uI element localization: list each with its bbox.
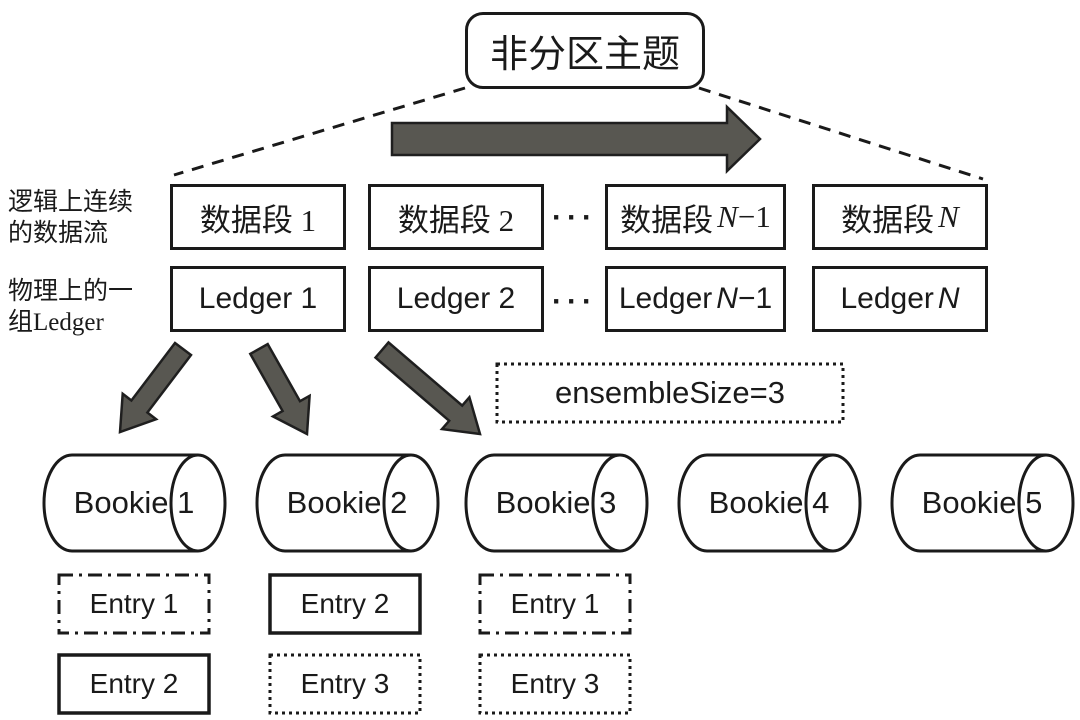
segment-ellipsis: ··· — [552, 201, 597, 234]
ensemble-size-label: ensembleSize=3 — [554, 375, 786, 410]
cylinder-shape — [890, 453, 1075, 553]
entry-label: Entry 2 — [89, 668, 179, 699]
entry-label: Entry 3 — [300, 668, 390, 699]
physical-ledger-label: 物理上的一 组Ledger — [8, 278, 134, 336]
cylinder-shape — [42, 453, 227, 553]
bookie-label: Bookie 1 — [73, 485, 195, 520]
timeline-right-arrow — [390, 104, 762, 174]
dashed-connector-left — [173, 86, 466, 177]
dotted-border — [478, 653, 632, 715]
dashdot-border — [57, 573, 211, 635]
cylinder-shape — [255, 453, 440, 553]
logical-stream-label: 逻辑上连续 的数据流 — [8, 189, 134, 247]
bookie-label: Bookie 5 — [921, 485, 1043, 520]
bookie-label: Bookie 4 — [708, 485, 830, 520]
cylinder-shape — [677, 453, 862, 553]
ledger-ellipsis: ··· — [552, 285, 597, 318]
replication-arrow-3 — [373, 340, 482, 436]
segment-box-1: 数据段 1 — [170, 184, 346, 250]
entry-box-b3-entry1: Entry 1 — [478, 573, 632, 635]
bookie-label: Bookie 3 — [495, 485, 617, 520]
bookie-cylinder-1: Bookie 1 — [40, 453, 228, 553]
bookie-cylinder-2: Bookie 2 — [253, 453, 441, 553]
ledger-box-1: Ledger 1 — [170, 266, 346, 332]
entry-box-b1-entry2: Entry 2 — [57, 653, 211, 715]
bookie-label: Bookie 2 — [286, 485, 408, 520]
entry-box-b1-entry1: Entry 1 — [57, 573, 211, 635]
replication-arrow-2 — [248, 342, 312, 436]
bookie-cylinder-5: Bookie 5 — [888, 453, 1076, 553]
dotted-border — [495, 362, 845, 424]
ensemble-size-box: ensembleSize=3 — [495, 362, 845, 424]
bookie-cylinder-4: Bookie 4 — [675, 453, 863, 553]
topic-box: 非分区主题 — [465, 12, 705, 89]
entry-label: Entry 1 — [89, 588, 179, 619]
entry-label: Entry 2 — [300, 588, 390, 619]
ledger-box-2: Ledger 2 — [368, 266, 544, 332]
dashdot-border — [478, 573, 632, 635]
dotted-border — [268, 653, 422, 715]
entry-label: Entry 1 — [510, 588, 600, 619]
entry-box-b3-entry3: Entry 3 — [478, 653, 632, 715]
entry-label: Entry 3 — [510, 668, 600, 699]
replication-arrow-1 — [118, 341, 193, 434]
entry-box-b2-entry2: Entry 2 — [268, 573, 422, 635]
bookie-cylinder-3: Bookie 3 — [462, 453, 650, 553]
solid-border — [268, 573, 422, 635]
topic-title: 非分区主题 — [489, 34, 680, 76]
cylinder-shape — [464, 453, 649, 553]
entry-box-b2-entry3: Entry 3 — [268, 653, 422, 715]
dashed-connector-right — [698, 86, 984, 181]
segment-box-2: 数据段 2 — [368, 184, 544, 250]
solid-border — [57, 653, 211, 715]
